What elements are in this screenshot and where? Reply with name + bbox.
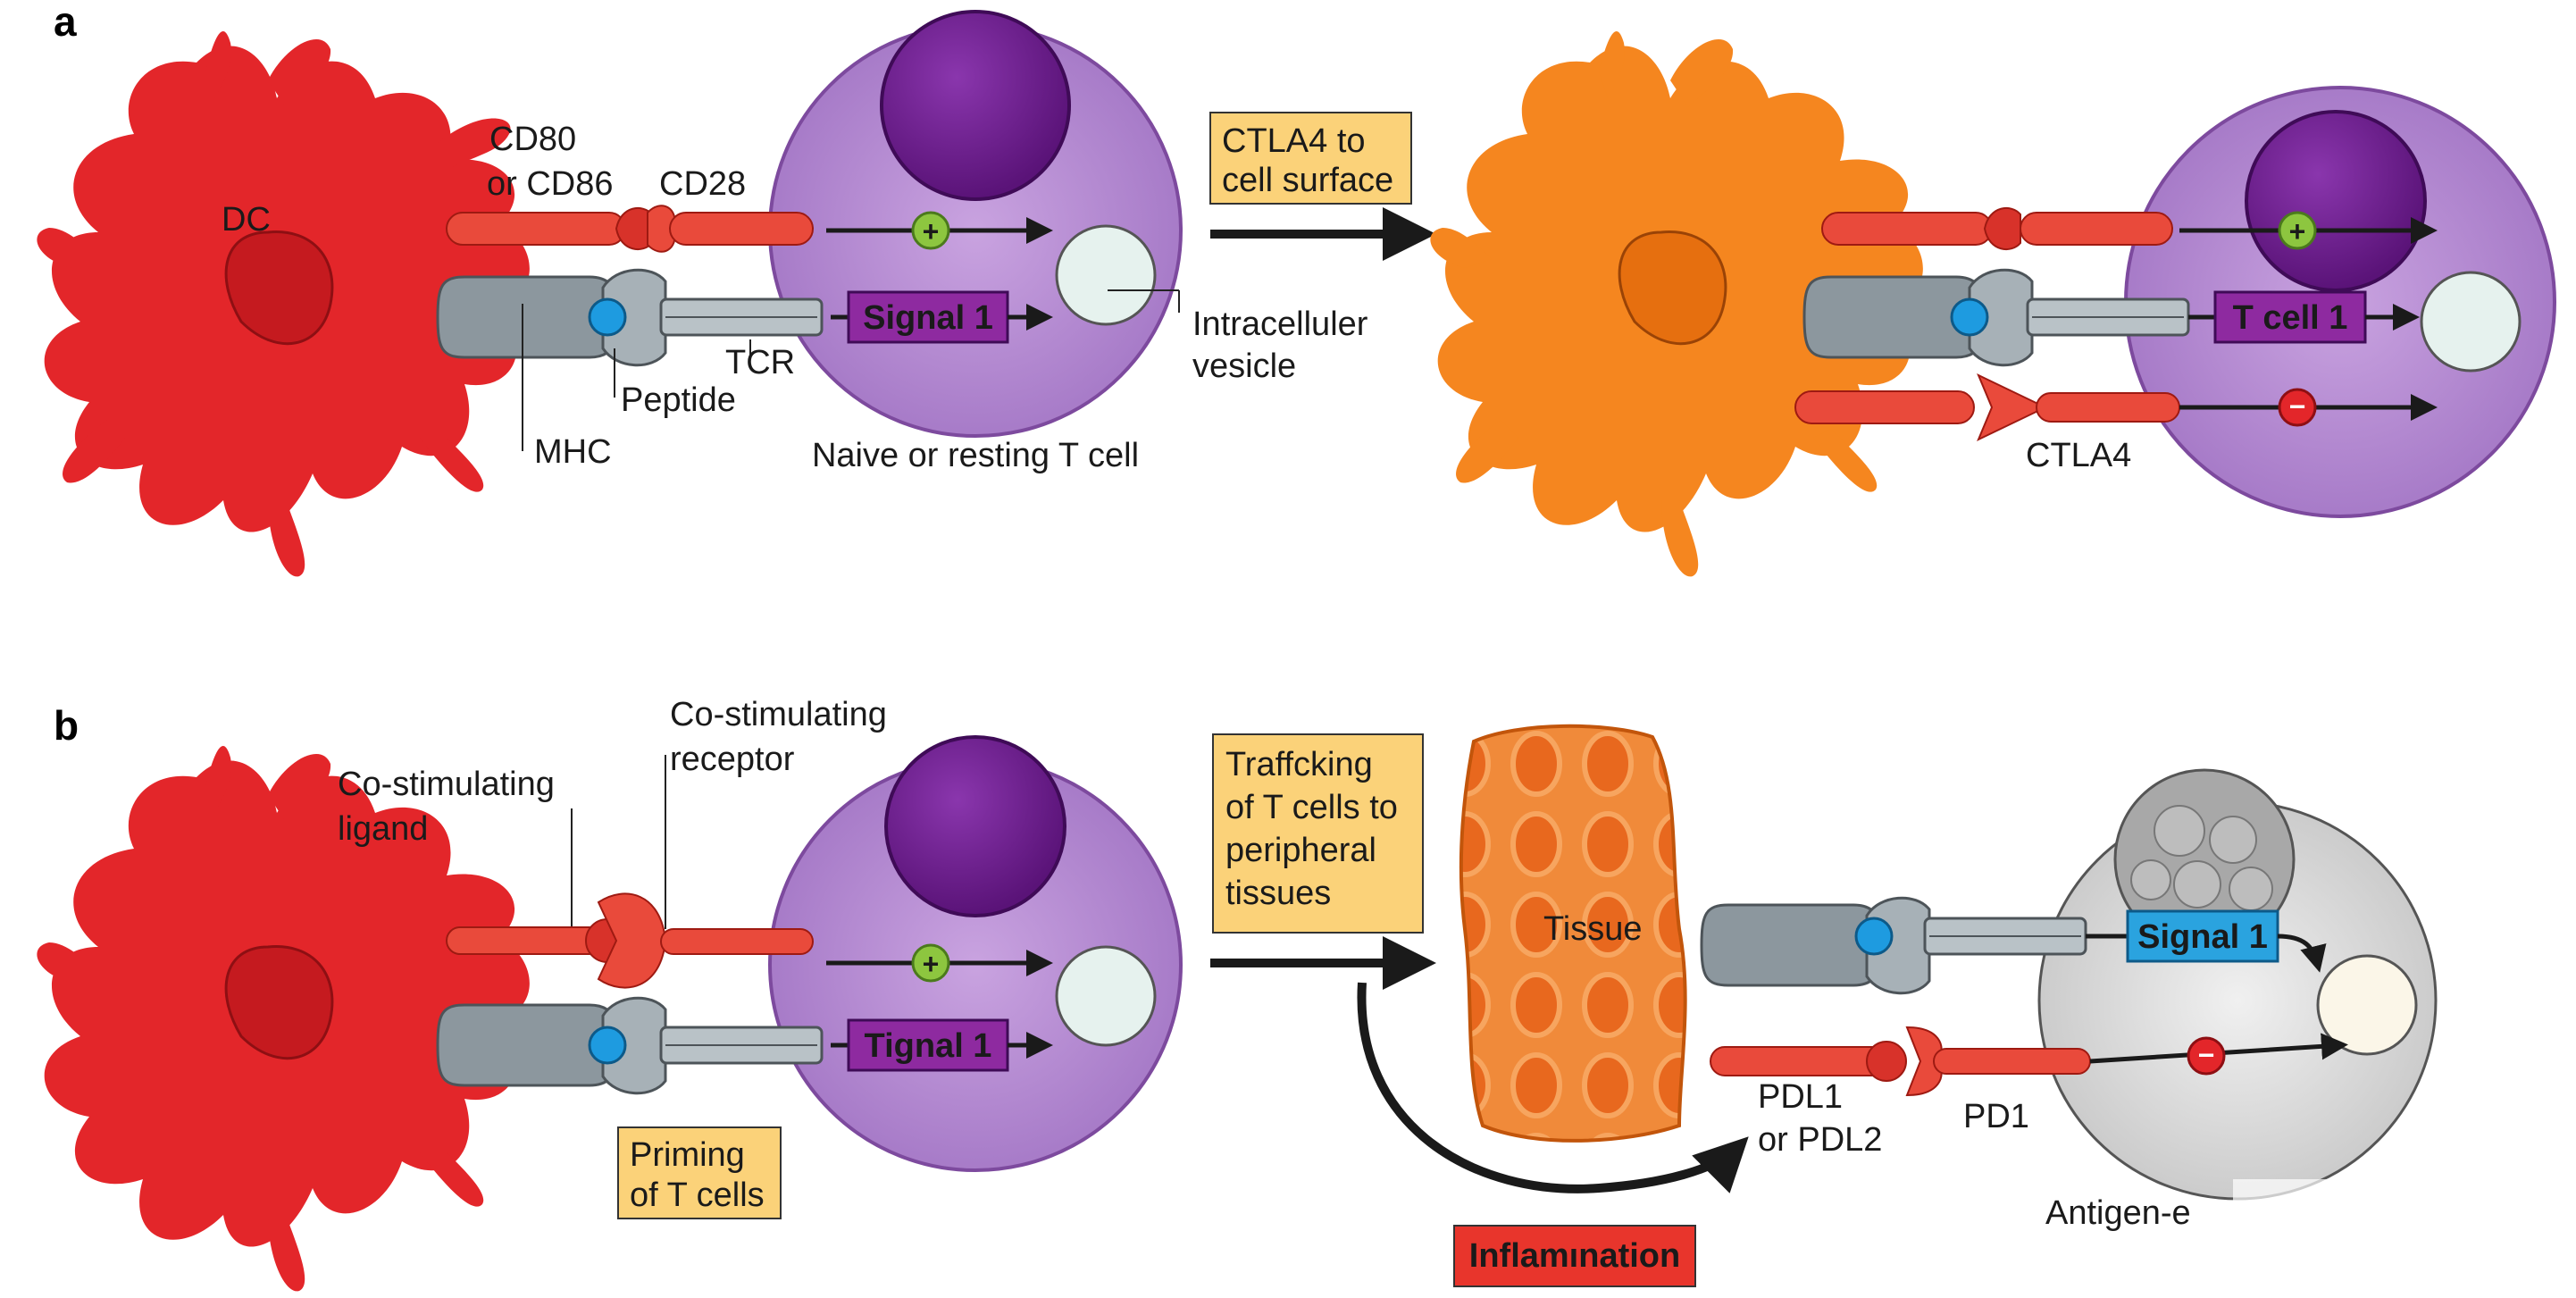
dc-nucleus-b — [224, 945, 334, 1060]
faded-corner — [2233, 1179, 2576, 1298]
ctla4-pair — [1794, 373, 2180, 442]
priming-line1: Priming — [630, 1136, 745, 1174]
mhc-tcr-complex-a2 — [1802, 268, 2190, 367]
tcell-nucleus-a2 — [2245, 110, 2427, 292]
antigen-label: Antigen-e — [2045, 1194, 2191, 1232]
inflammation-box — [1453, 1225, 1696, 1287]
receptor-label-line2: receptor — [670, 741, 795, 778]
tcell1-box — [2213, 290, 2367, 344]
svg-text:−: − — [2198, 1039, 2215, 1071]
mhc-tcr-complex-b2 — [1700, 896, 2087, 995]
ligand-label-line1: Co-stimulating — [338, 766, 555, 803]
pd1-label: PD1 — [1963, 1098, 2029, 1135]
cd80-label-line1: CD80 — [489, 121, 576, 158]
dc-label: DC — [222, 201, 271, 239]
inflammation-label: Inflamınation — [1469, 1237, 1680, 1275]
plus-signal-icon-a2 — [2278, 211, 2317, 250]
pdl1-pd1-pair — [1710, 1026, 2091, 1097]
naive-tcell-label: Naive or resting T cell — [812, 437, 1139, 474]
tcell-nucleus-a — [880, 10, 1071, 201]
minus-signal-icon-a — [2278, 388, 2317, 427]
panel-b-label: b — [54, 702, 79, 749]
panel-a-label: a — [54, 0, 77, 45]
intracellular-vesicle-a — [1055, 224, 1157, 326]
priming-note-box — [617, 1126, 782, 1219]
plus-signal-icon-b — [911, 943, 950, 983]
dendritic-cell-b — [37, 745, 530, 1292]
trafficking-line2: of T cells to — [1225, 789, 1398, 826]
mhc-tcr-complex-a — [436, 268, 824, 367]
naive-tcell-a — [768, 10, 1183, 438]
vesicle-label-line2: vesicle — [1192, 348, 1296, 385]
trafficking-line4: tissues — [1225, 875, 1331, 912]
pdl-label-line2: or PDL2 — [1758, 1121, 1882, 1159]
minus-signal-icon-b — [2187, 1036, 2226, 1076]
pdl-label-line1: PDL1 — [1758, 1078, 1843, 1116]
signal-label-b: Tignal 1 — [865, 1027, 992, 1065]
plus-signal-icon — [911, 211, 950, 250]
signal1-box-b2 — [2126, 909, 2279, 963]
tcr-label: TCR — [725, 344, 795, 381]
peptide-label: Peptide — [621, 381, 736, 419]
signal1-label-b2: Signal 1 — [2137, 918, 2268, 956]
antigen-experienced-tcell — [2037, 768, 2438, 1201]
ctla4-note-box — [1209, 112, 1412, 205]
tissue-block — [1459, 724, 1687, 1143]
vesicle-label-line1: Intracelluler — [1192, 306, 1368, 343]
cd28-label: CD28 — [659, 165, 746, 203]
priming-line2: of T cells — [630, 1177, 765, 1214]
svg-text:+: + — [923, 215, 940, 247]
dc-nucleus-a — [224, 230, 334, 346]
cd80-label-line2: or CD86 — [487, 165, 614, 203]
inflammation-arrow — [1357, 982, 1749, 1193]
ctla4-label: CTLA4 — [2026, 437, 2131, 474]
signal1-label-a: Signal 1 — [863, 299, 993, 337]
svg-text:+: + — [923, 948, 940, 980]
ligand-label-line2: ligand — [338, 810, 428, 848]
costim-pair-b — [446, 892, 814, 989]
signal1-box-a — [847, 290, 1009, 344]
mhc-tcr-complex-b — [436, 996, 824, 1095]
tissue-label: Tissue — [1543, 910, 1643, 948]
receptor-label-line1: Co-stimulating — [670, 696, 887, 733]
trafficking-line1: Traffcking — [1225, 746, 1373, 783]
intracellular-vesicle-b2 — [2316, 954, 2418, 1056]
transition-line2: cell surface — [1222, 162, 1393, 199]
dc-nucleus-a-activated — [1618, 230, 1727, 346]
svg-text:+: + — [2289, 215, 2306, 247]
intracellular-vesicle-a2 — [2420, 271, 2522, 373]
naive-tcell-b — [768, 735, 1183, 1172]
cd80-cd28-pair-a — [446, 205, 814, 253]
svg-text:−: − — [2289, 390, 2306, 423]
mhc-label: MHC — [534, 433, 612, 471]
trafficking-line3: peripheral — [1225, 832, 1376, 869]
transition-line1: CTLA4 to — [1222, 122, 1366, 160]
peptide-a — [588, 297, 627, 337]
tcell1-label: T cell 1 — [2233, 299, 2348, 337]
cd80-cd28-pair-a2 — [1821, 207, 2173, 250]
trafficking-note-box — [1212, 733, 1424, 934]
